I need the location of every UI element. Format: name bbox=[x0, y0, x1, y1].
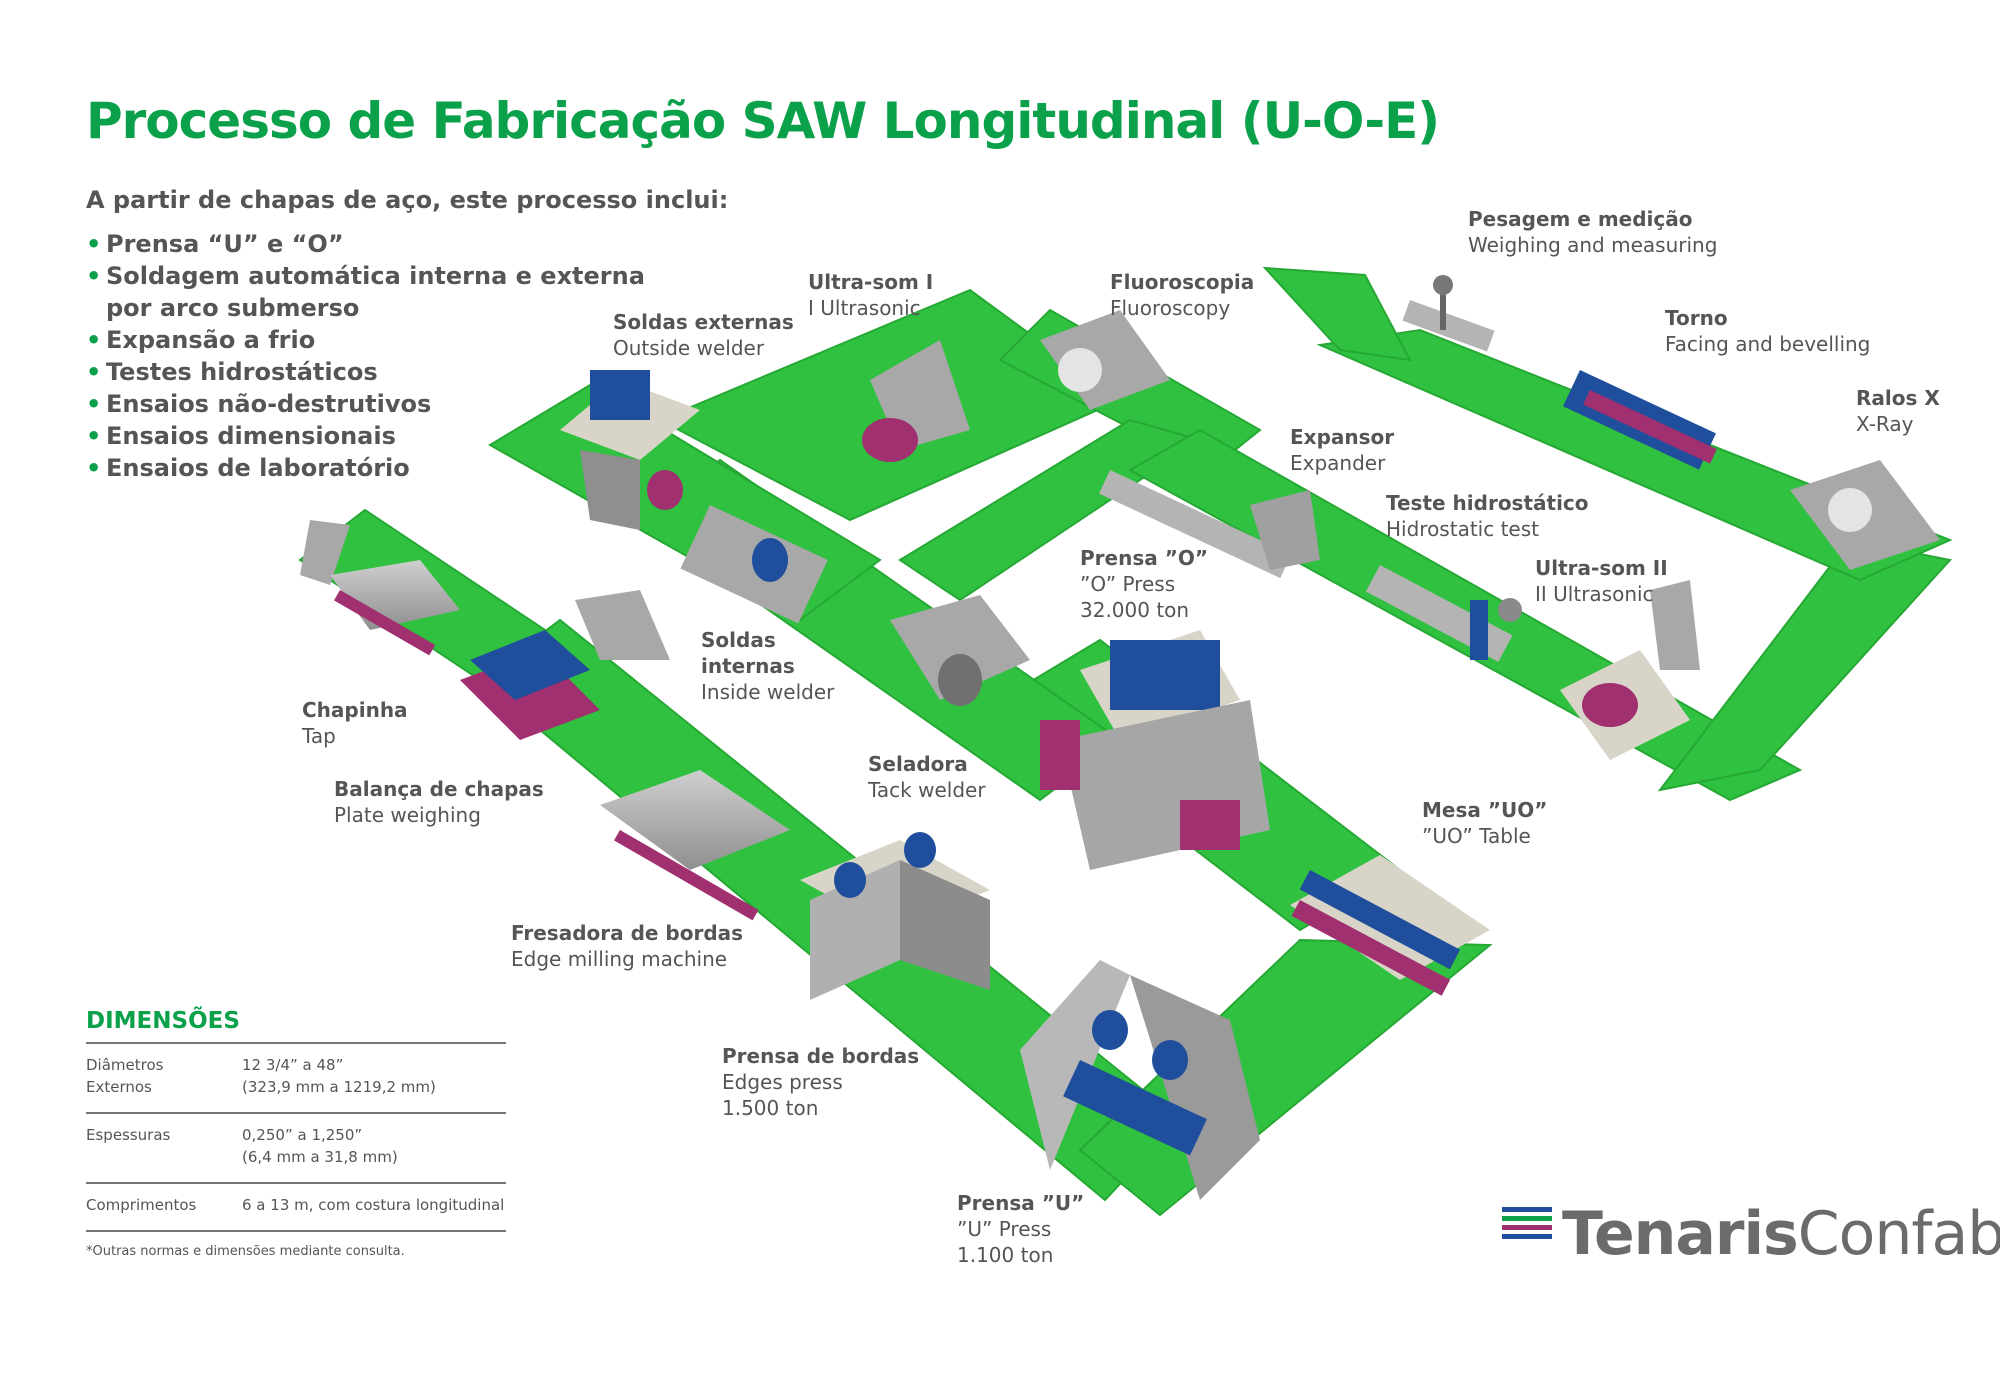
machine-edge-milling bbox=[600, 770, 790, 921]
machine-edges-press bbox=[800, 832, 990, 1000]
machine-uo-table bbox=[1290, 855, 1490, 996]
machine-fluoroscopy bbox=[1040, 310, 1170, 410]
page-title: Processo de Fabricação SAW Longitudinal … bbox=[86, 92, 1440, 150]
machine-u-press bbox=[1020, 960, 1260, 1200]
feature-item: Ensaios de laboratório bbox=[86, 452, 645, 484]
machine-plate-weighing bbox=[460, 590, 670, 740]
dim-key: Espessuras bbox=[86, 1126, 171, 1144]
track-final-up-segment bbox=[1657, 538, 1952, 792]
machine-xray bbox=[1790, 460, 1940, 570]
track-arrow-head bbox=[1262, 266, 1412, 362]
feature-item: Prensa “U” e “O” bbox=[86, 228, 645, 260]
dim-value: 12 3/4” a 48” bbox=[242, 1056, 344, 1074]
feature-text: Soldagem automática interna e externa bbox=[106, 262, 645, 290]
intro-text: A partir de chapas de aço, este processo… bbox=[86, 186, 729, 214]
machine-ultrasonic-1 bbox=[862, 340, 970, 462]
dimensions-row: Espessuras 0,250” a 1,250” (6,4 mm a 31,8… bbox=[86, 1112, 506, 1182]
machine-hydrostatic bbox=[1365, 564, 1522, 662]
dim-value: 6 a 13 m, com costura longitudinal bbox=[242, 1196, 505, 1214]
dimensions-note: *Outras normas e dimensões mediante cons… bbox=[86, 1244, 405, 1259]
feature-text-cont: por arco submerso bbox=[106, 294, 360, 322]
logo-stripes bbox=[1502, 1207, 1552, 1243]
dim-value: 0,250” a 1,250” bbox=[242, 1126, 363, 1144]
dim-key-cont: Externos bbox=[86, 1078, 152, 1096]
logo-wordmark: TenarisConfab bbox=[1562, 1199, 2000, 1269]
machine-facing bbox=[1563, 370, 1717, 470]
dimensions-row: Comprimentos 6 a 13 m, com costura longi… bbox=[86, 1182, 506, 1232]
machine-o-press bbox=[1040, 630, 1270, 870]
tenaris-confab-logo: TenarisConfab bbox=[1502, 1199, 2000, 1275]
label-uo-table: Mesa ”UO””UO” Table bbox=[1422, 798, 1548, 848]
machine-expander bbox=[1099, 470, 1320, 579]
feature-item: Expansão a frio bbox=[86, 324, 645, 356]
feature-item: Ensaios dimensionais bbox=[86, 420, 645, 452]
dim-key: Diâmetros bbox=[86, 1056, 164, 1074]
dim-value-metric: (323,9 mm a 1219,2 mm) bbox=[242, 1078, 436, 1096]
dim-key: Comprimentos bbox=[86, 1196, 197, 1214]
feature-item: Soldagem automática interna e externa por… bbox=[86, 260, 645, 324]
feature-item: Ensaios não-destrutivos bbox=[86, 388, 645, 420]
machine-ultrasonic-2 bbox=[1560, 580, 1700, 760]
dim-value-metric: (6,4 mm a 31,8 mm) bbox=[242, 1148, 398, 1166]
machine-inside-welder bbox=[680, 504, 828, 624]
feature-list: Prensa “U” e “O” Soldagem automática int… bbox=[86, 228, 645, 484]
machine-weighing bbox=[1402, 275, 1495, 352]
dimensions-title: DIMENSÕES bbox=[86, 1008, 240, 1034]
machine-tap bbox=[300, 520, 460, 656]
feature-item: Testes hidrostáticos bbox=[86, 356, 645, 388]
machine-tack-welder bbox=[890, 595, 1030, 706]
